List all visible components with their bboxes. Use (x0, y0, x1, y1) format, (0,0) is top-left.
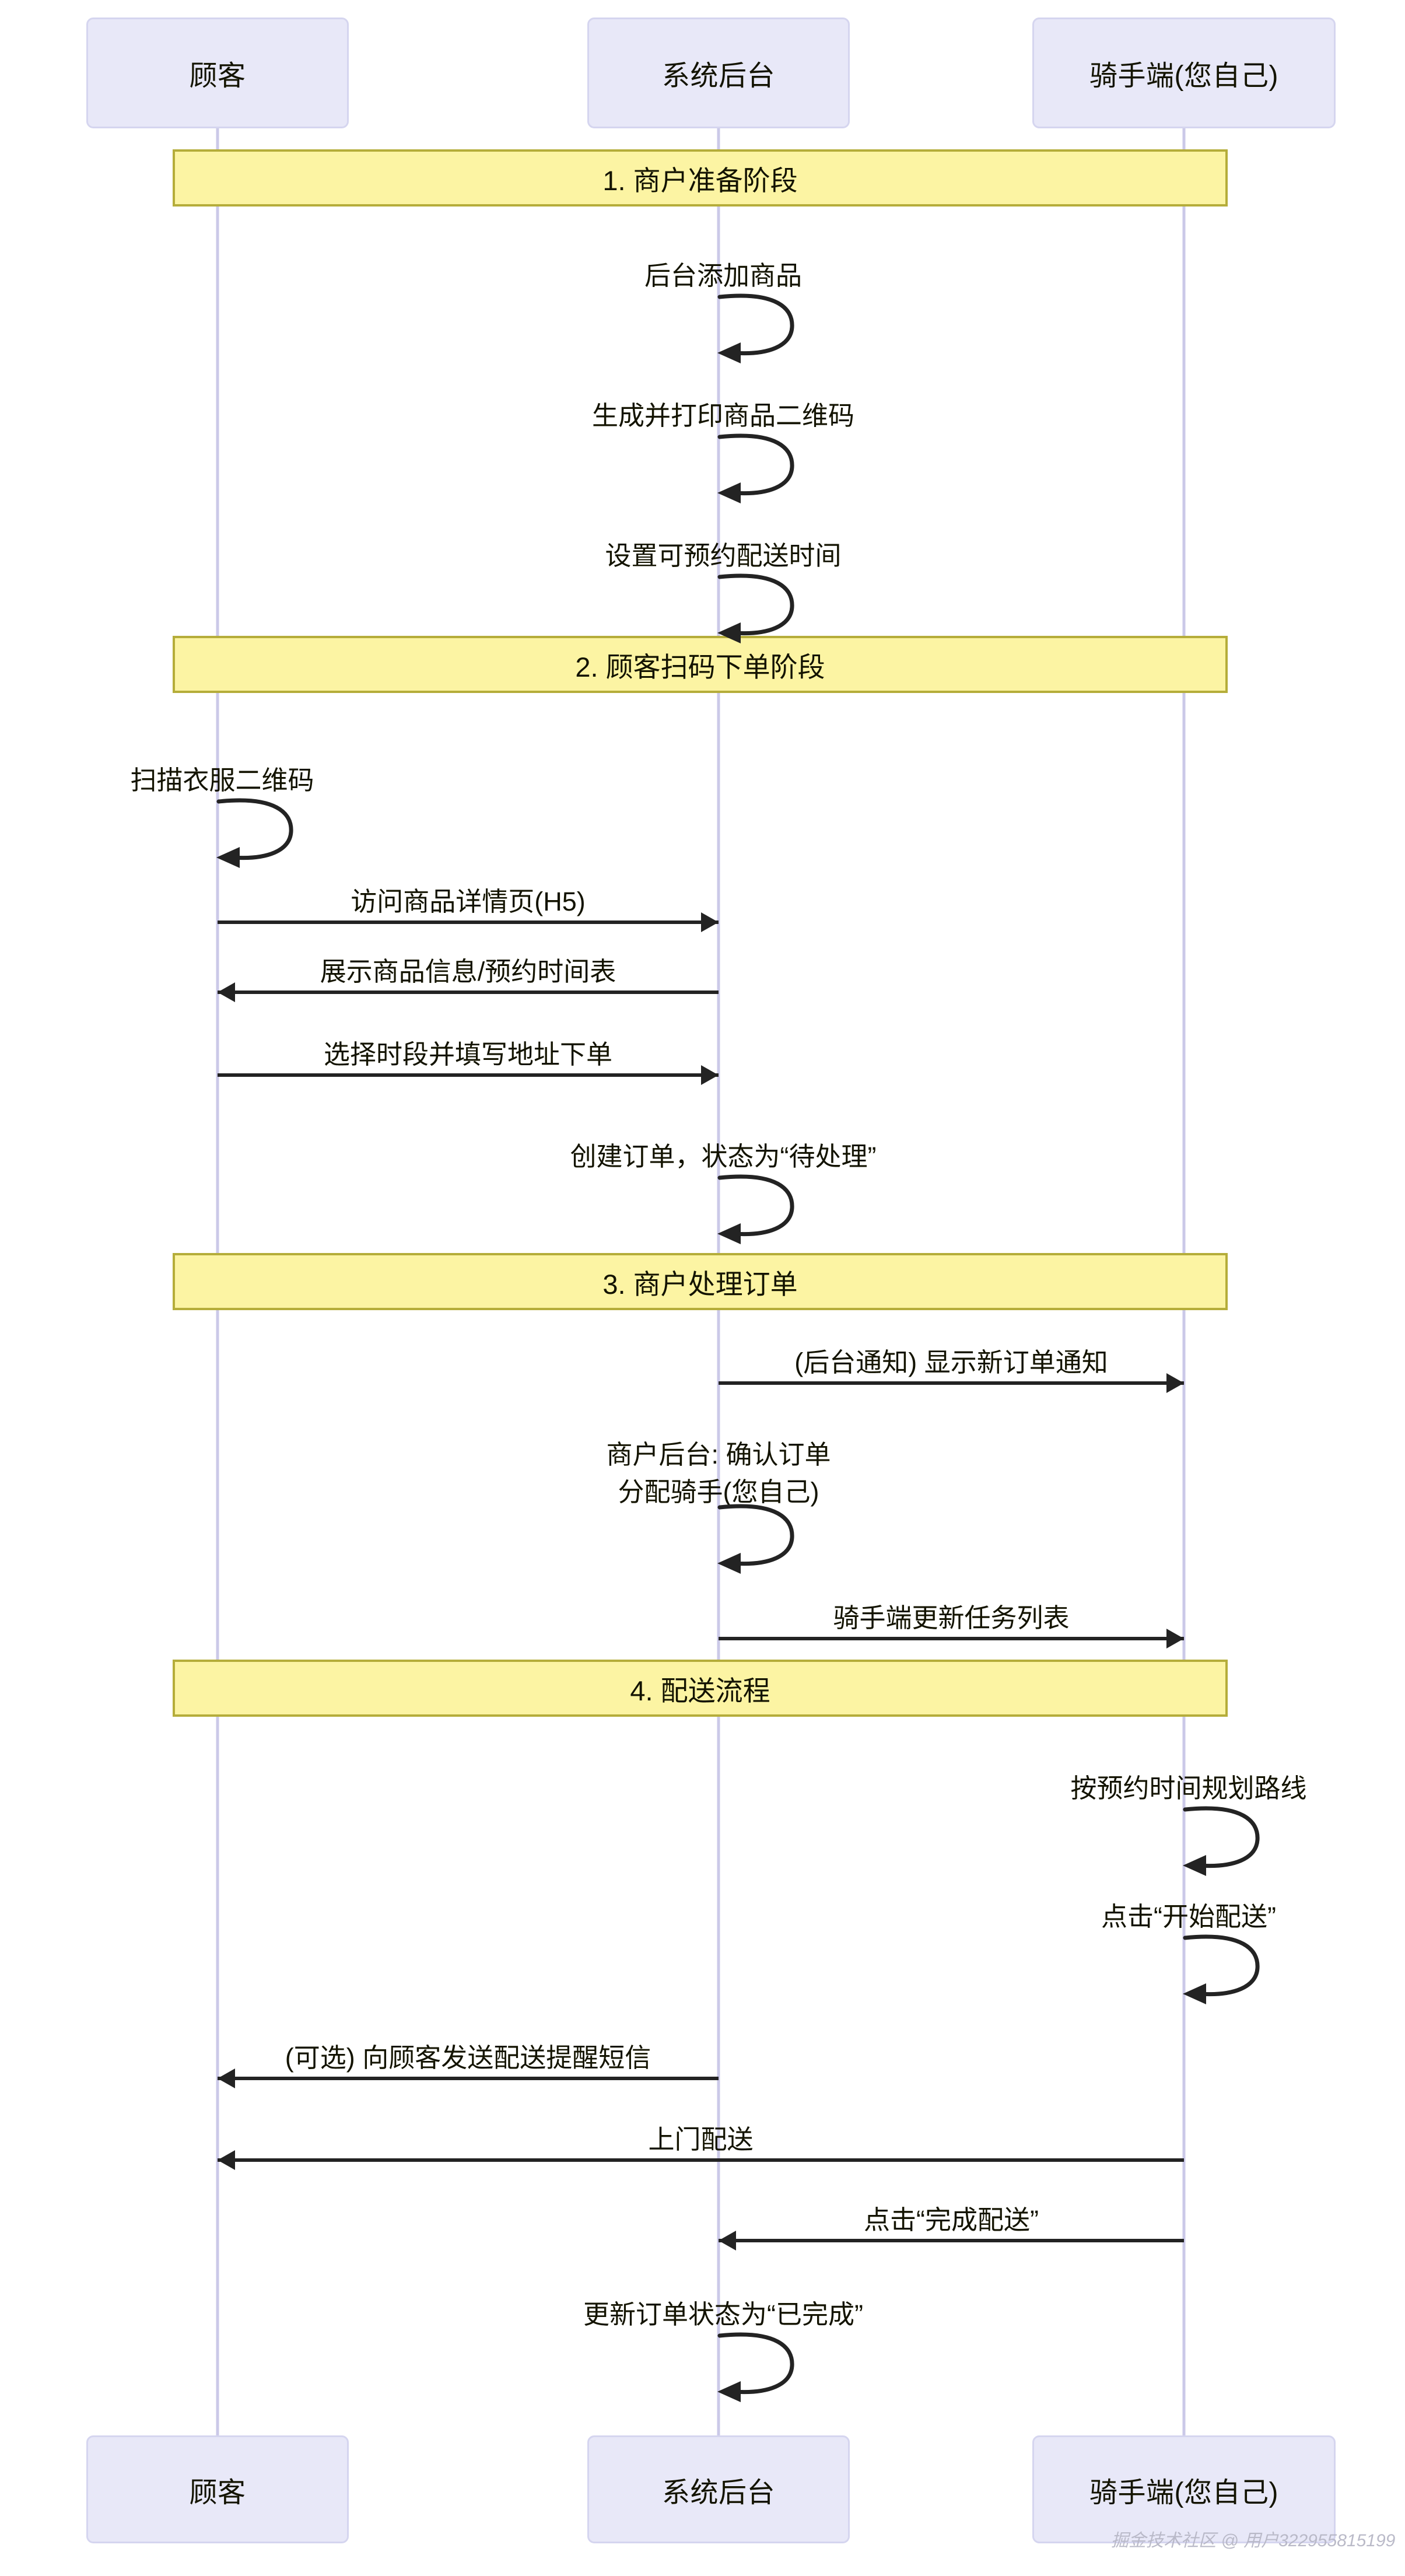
message-label-m6: 展示商品信息/预约时间表 (320, 957, 616, 986)
arrow-head-m15 (218, 2150, 235, 2170)
message-line-m15 (218, 2158, 1184, 2162)
self-loop-m8 (717, 1174, 794, 1245)
message-label-m1: 后台添加商品 (644, 258, 802, 294)
message-label-m14: (可选) 向顾客发送配送提醒短信 (285, 2043, 651, 2073)
actor-box-system-bottom: 系统后台 (587, 2435, 850, 2543)
message-label-m5: 访问商品详情页(H5) (351, 887, 586, 916)
message-line-m5 (218, 921, 719, 924)
self-loop-m10 (717, 1504, 794, 1575)
actor-box-customer-bottom: 顾客 (86, 2435, 349, 2543)
message-label-m8: 创建订单，状态为“待处理” (570, 1139, 877, 1175)
message-label-line1: 后台添加商品 (644, 261, 803, 290)
message-label-m3: 设置可预约配送时间 (605, 538, 841, 574)
message-label-m17: 更新订单状态为“已完成” (583, 2297, 863, 2333)
message-label-m12: 按预约时间规划路线 (1070, 1771, 1306, 1807)
section-label: 4. 配送流程 (630, 1675, 770, 1706)
message-line-m14 (218, 2077, 719, 2080)
message-label-line1: 设置可预约配送时间 (605, 541, 842, 570)
message-label-line1: 扫描衣服二维码 (130, 765, 314, 795)
message-label-m15: 上门配送 (648, 2124, 754, 2154)
message-label-m16: 点击“完成配送” (864, 2205, 1039, 2235)
actor-label: 顾客 (189, 61, 246, 92)
message-line-m11 (719, 1637, 1184, 1640)
section-band-s4: 4. 配送流程 (173, 1660, 1228, 1717)
section-band-s3: 3. 商户处理订单 (173, 1253, 1228, 1310)
message-line-m7 (218, 1073, 719, 1077)
actor-box-rider-bottom: 骑手端(您自己) (1032, 2435, 1336, 2543)
actor-label: 骑手端(您自己) (1089, 61, 1278, 92)
self-loop-m2 (717, 433, 794, 505)
section-band-s2: 2. 顾客扫码下单阶段 (173, 636, 1228, 693)
message-label-line1: 点击“开始配送” (1101, 1902, 1276, 1931)
message-label-line1: 商户后台: 确认订单 (606, 1440, 831, 1469)
message-label-m13: 点击“开始配送” (1101, 1899, 1276, 1935)
message-label-m4: 扫描衣服二维码 (130, 763, 314, 799)
arrow-head-m6 (218, 982, 235, 1002)
message-label-m2: 生成并打印商品二维码 (592, 398, 854, 434)
actor-label: 系统后台 (661, 2477, 775, 2508)
section-label: 1. 商户准备阶段 (602, 164, 798, 196)
actor-label: 顾客 (189, 2477, 246, 2508)
self-loop-m17 (717, 2332, 794, 2403)
section-band-s1: 1. 商户准备阶段 (173, 149, 1228, 206)
message-label-line1: 生成并打印商品二维码 (591, 401, 855, 430)
message-line-m16 (719, 2239, 1184, 2242)
message-label-m9: (后台通知) 显示新订单通知 (794, 1348, 1108, 1377)
message-label-line2: 分配骑手(您自己) (618, 1476, 819, 1507)
arrow-head-m5 (701, 912, 719, 932)
message-line-m9 (719, 1381, 1184, 1385)
actor-box-system-top: 系统后台 (587, 18, 850, 128)
section-label: 3. 商户处理订单 (602, 1268, 798, 1300)
arrow-head-m9 (1166, 1373, 1184, 1393)
self-loop-m13 (1183, 1934, 1260, 2006)
message-label-line1: 按预约时间规划路线 (1070, 1773, 1307, 1803)
actor-label: 系统后台 (661, 61, 775, 92)
watermark-text: 掘金技术社区 @ 用户322955815199 (1111, 2531, 1396, 2550)
actor-box-customer-top: 顾客 (86, 18, 349, 128)
message-label-m10: 商户后台: 确认订单分配骑手(您自己) (606, 1436, 831, 1511)
section-label: 2. 顾客扫码下单阶段 (575, 651, 825, 682)
message-line-m6 (218, 991, 719, 994)
self-loop-m12 (1183, 1806, 1260, 1877)
self-loop-m4 (216, 798, 293, 869)
message-label-m7: 选择时段并填写地址下单 (323, 1040, 613, 1069)
arrow-head-m7 (701, 1065, 719, 1085)
arrow-head-m11 (1166, 1629, 1184, 1648)
message-label-m11: 骑手端更新任务列表 (833, 1603, 1070, 1633)
arrow-head-m14 (218, 2068, 235, 2088)
message-label-line1: 创建订单，状态为“待处理” (570, 1142, 877, 1171)
self-loop-m1 (717, 293, 794, 365)
message-label-line1: 更新订单状态为“已完成” (583, 2300, 863, 2329)
self-loop-m3 (717, 573, 794, 645)
actor-label: 骑手端(您自己) (1089, 2477, 1278, 2508)
arrow-head-m16 (719, 2231, 736, 2250)
actor-box-rider-top: 骑手端(您自己) (1032, 18, 1336, 128)
